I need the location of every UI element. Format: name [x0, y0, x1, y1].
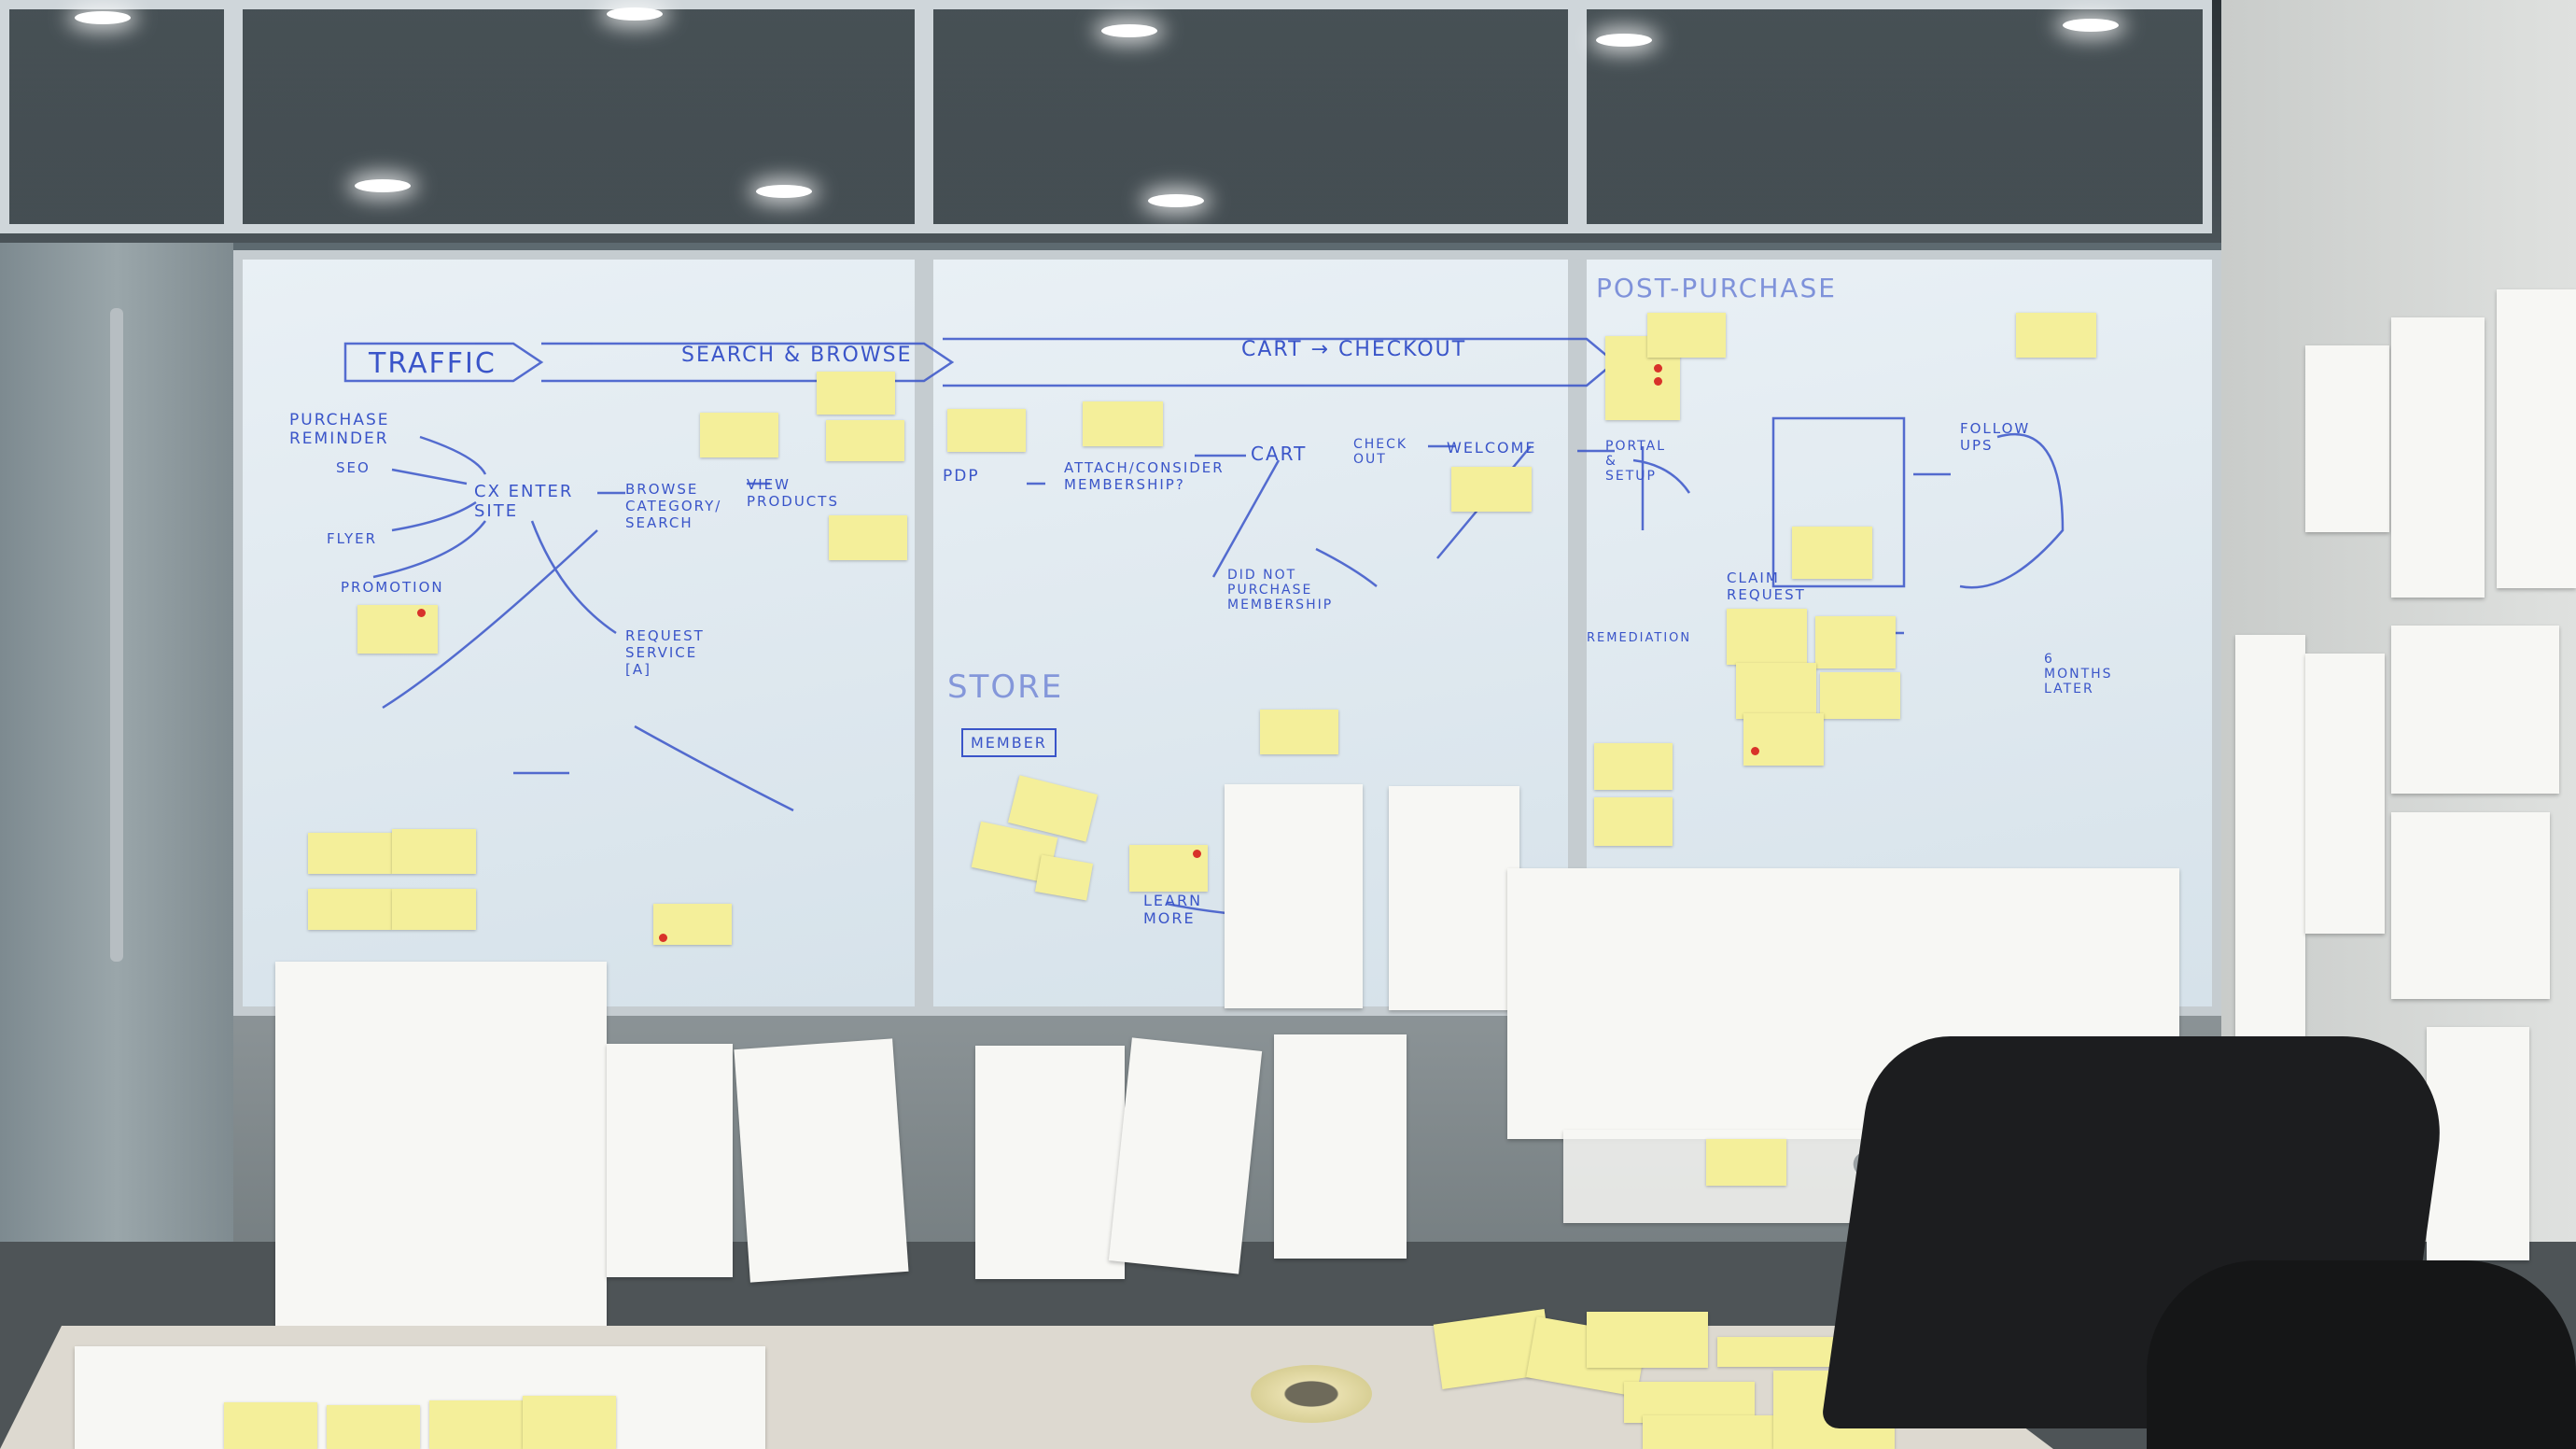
label-pdp: PDP — [943, 467, 980, 485]
label-cart-checkout: CART → CHECKOUT — [1241, 338, 1467, 361]
wireframe-sheet — [1108, 1037, 1263, 1274]
wall-sheet — [2391, 626, 2559, 794]
wall-sheet — [2391, 812, 2550, 999]
label-member: MEMBER — [961, 728, 1057, 757]
sticky-note — [826, 420, 904, 461]
vote-dot — [659, 934, 667, 942]
sticky-note — [308, 833, 392, 874]
sticky-note — [392, 889, 476, 930]
wireframe-sheet — [975, 1046, 1125, 1279]
sticky-note — [357, 605, 438, 654]
label-post-purchase: POST-PURCHASE — [1596, 273, 1837, 303]
sticky-note — [1594, 797, 1673, 846]
ceiling-light — [1101, 24, 1157, 37]
sticky-note — [1706, 1139, 1786, 1186]
ceiling-light — [1596, 34, 1652, 47]
vote-dot — [417, 609, 426, 617]
transom-window — [0, 0, 233, 233]
sticky-note — [817, 372, 895, 415]
ceiling-light — [2063, 19, 2119, 32]
sticky-note — [1736, 663, 1816, 719]
label-check-out: CHECK OUT — [1353, 437, 1408, 467]
sticky-note — [1717, 1337, 1839, 1367]
wireframe-sheet — [607, 1044, 733, 1277]
office-chair-seat — [2147, 1260, 2576, 1449]
label-store: STORE — [947, 668, 1064, 706]
label-attach-membership: ATTACH/CONSIDER MEMBERSHIP? — [1064, 459, 1225, 493]
wall-sheet — [2305, 654, 2385, 934]
sticky-note — [1727, 609, 1807, 665]
sticky-note — [1647, 313, 1726, 358]
sticky-note — [1451, 467, 1532, 512]
label-traffic: TRAFFIC — [369, 347, 497, 380]
sticky-note — [1260, 710, 1338, 754]
label-claim-request: CLAIM REQUEST — [1727, 570, 1806, 603]
vote-dot — [1654, 364, 1662, 373]
wireframe-sheet — [734, 1038, 909, 1283]
vote-dot — [1751, 747, 1759, 755]
mind-map-sheet — [275, 962, 607, 1335]
ceiling-light — [607, 7, 663, 21]
sticky-note — [1083, 401, 1163, 446]
sticky-note — [1792, 527, 1872, 579]
sticky-note — [1743, 713, 1824, 766]
wall-sheet — [2427, 1027, 2529, 1260]
ceiling-light — [756, 185, 812, 198]
sticky-note — [1587, 1312, 1708, 1368]
wireframe-sheet — [1225, 784, 1363, 1008]
sticky-note — [523, 1396, 616, 1449]
table-paper — [75, 1346, 765, 1449]
ceiling-light — [1148, 194, 1204, 207]
label-remediation: REMEDIATION — [1587, 631, 1692, 645]
wireframe-sheet — [1389, 786, 1519, 1010]
label-welcome: WELCOME — [1447, 439, 1537, 457]
label-seo: SEO — [336, 459, 371, 476]
label-request-service: REQUEST SERVICE [A] — [625, 627, 705, 678]
sticky-note — [1643, 1415, 1773, 1449]
label-learn-more: LEARN MORE — [1143, 892, 1203, 927]
label-follow-ups: FOLLOW UPS — [1960, 420, 2031, 454]
label-purchase-reminder: PURCHASE REMINDER — [289, 411, 390, 448]
transom-window — [1577, 0, 2212, 233]
sticky-note — [1815, 616, 1896, 668]
wall-sheet — [2235, 635, 2305, 1046]
label-promotion: PROMOTION — [341, 579, 444, 596]
transom-window — [233, 0, 924, 233]
ceiling-light — [75, 11, 131, 24]
sticky-note — [700, 413, 778, 457]
whiteboard-left — [233, 250, 924, 1016]
wall-sheet — [2497, 289, 2576, 588]
label-search-browse: SEARCH & BROWSE — [681, 344, 913, 367]
sticky-note — [327, 1405, 420, 1449]
label-did-not-purchase: DID NOT PURCHASE MEMBERSHIP — [1227, 568, 1334, 612]
label-6-months-later: 6 MONTHS LATER — [2044, 652, 2113, 696]
sticky-note — [1594, 743, 1673, 790]
sticky-note — [829, 515, 907, 560]
vote-dot — [1654, 377, 1662, 386]
sticky-note — [308, 889, 392, 930]
sticky-note — [392, 829, 476, 874]
wall-sheet — [2305, 345, 2389, 532]
door-handle — [110, 308, 123, 962]
label-flyer: FLYER — [327, 530, 378, 547]
sticky-note — [224, 1402, 317, 1449]
label-cx-enter-site: CX ENTER SITE — [474, 482, 574, 521]
wall-sheet — [2391, 317, 2485, 598]
sticky-note — [1820, 672, 1900, 719]
vote-dot — [1193, 850, 1201, 858]
ceiling-light — [355, 179, 411, 192]
wireframe-sheet — [1274, 1034, 1407, 1259]
sticky-note — [429, 1400, 523, 1449]
transom-window — [924, 0, 1577, 233]
ceiling — [0, 0, 2576, 243]
label-browse-category: BROWSE CATEGORY/ SEARCH — [625, 481, 722, 531]
sticky-note — [947, 409, 1026, 452]
sticky-note — [2016, 313, 2096, 358]
masking-tape-roll — [1251, 1365, 1372, 1423]
